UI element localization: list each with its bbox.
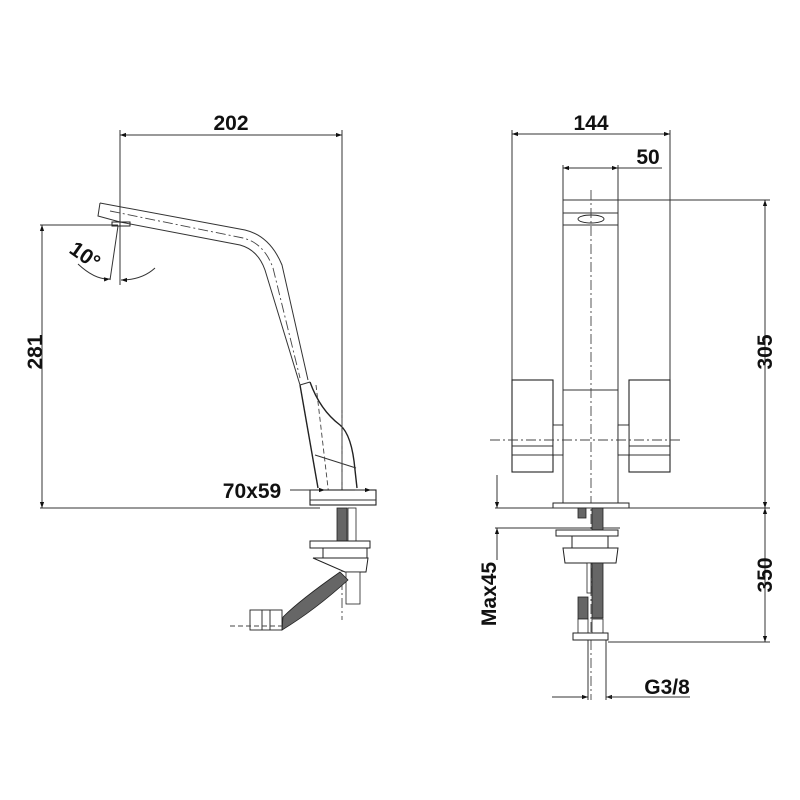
- faucet-base: 70x59: [223, 480, 377, 506]
- height-label: 281: [24, 334, 47, 369]
- front-view: 144 50: [478, 112, 777, 700]
- faucet-spout: [97, 202, 309, 386]
- max-thickness-label: Max45: [478, 562, 501, 627]
- base-label: 70x59: [223, 480, 281, 503]
- total-width-dimension: 144: [511, 112, 671, 380]
- reach-label: 202: [213, 112, 248, 135]
- front-base: [495, 502, 770, 529]
- hose-length-label: 350: [754, 557, 777, 592]
- total-width-label: 144: [573, 112, 608, 135]
- hose-length-dimension: 350: [754, 508, 777, 642]
- max-thickness-dimension: Max45: [478, 475, 501, 626]
- height-dimension: 281: [24, 224, 320, 509]
- thread-label: G3/8: [644, 676, 690, 699]
- swivel-angle: 10°: [65, 225, 156, 283]
- front-body: [563, 190, 770, 700]
- angle-label: 10°: [65, 237, 104, 274]
- front-height-label: 305: [754, 334, 777, 369]
- thread-dimension: G3/8: [552, 676, 690, 700]
- handles: [490, 379, 680, 473]
- side-mounting-hardware: [230, 507, 371, 631]
- side-view: 202 281 10°: [24, 112, 377, 631]
- body-width-label: 50: [636, 146, 659, 169]
- front-mounting-hardware: [555, 507, 770, 700]
- reach-dimension: 202: [119, 112, 343, 505]
- front-height-dimension: 305: [754, 200, 777, 508]
